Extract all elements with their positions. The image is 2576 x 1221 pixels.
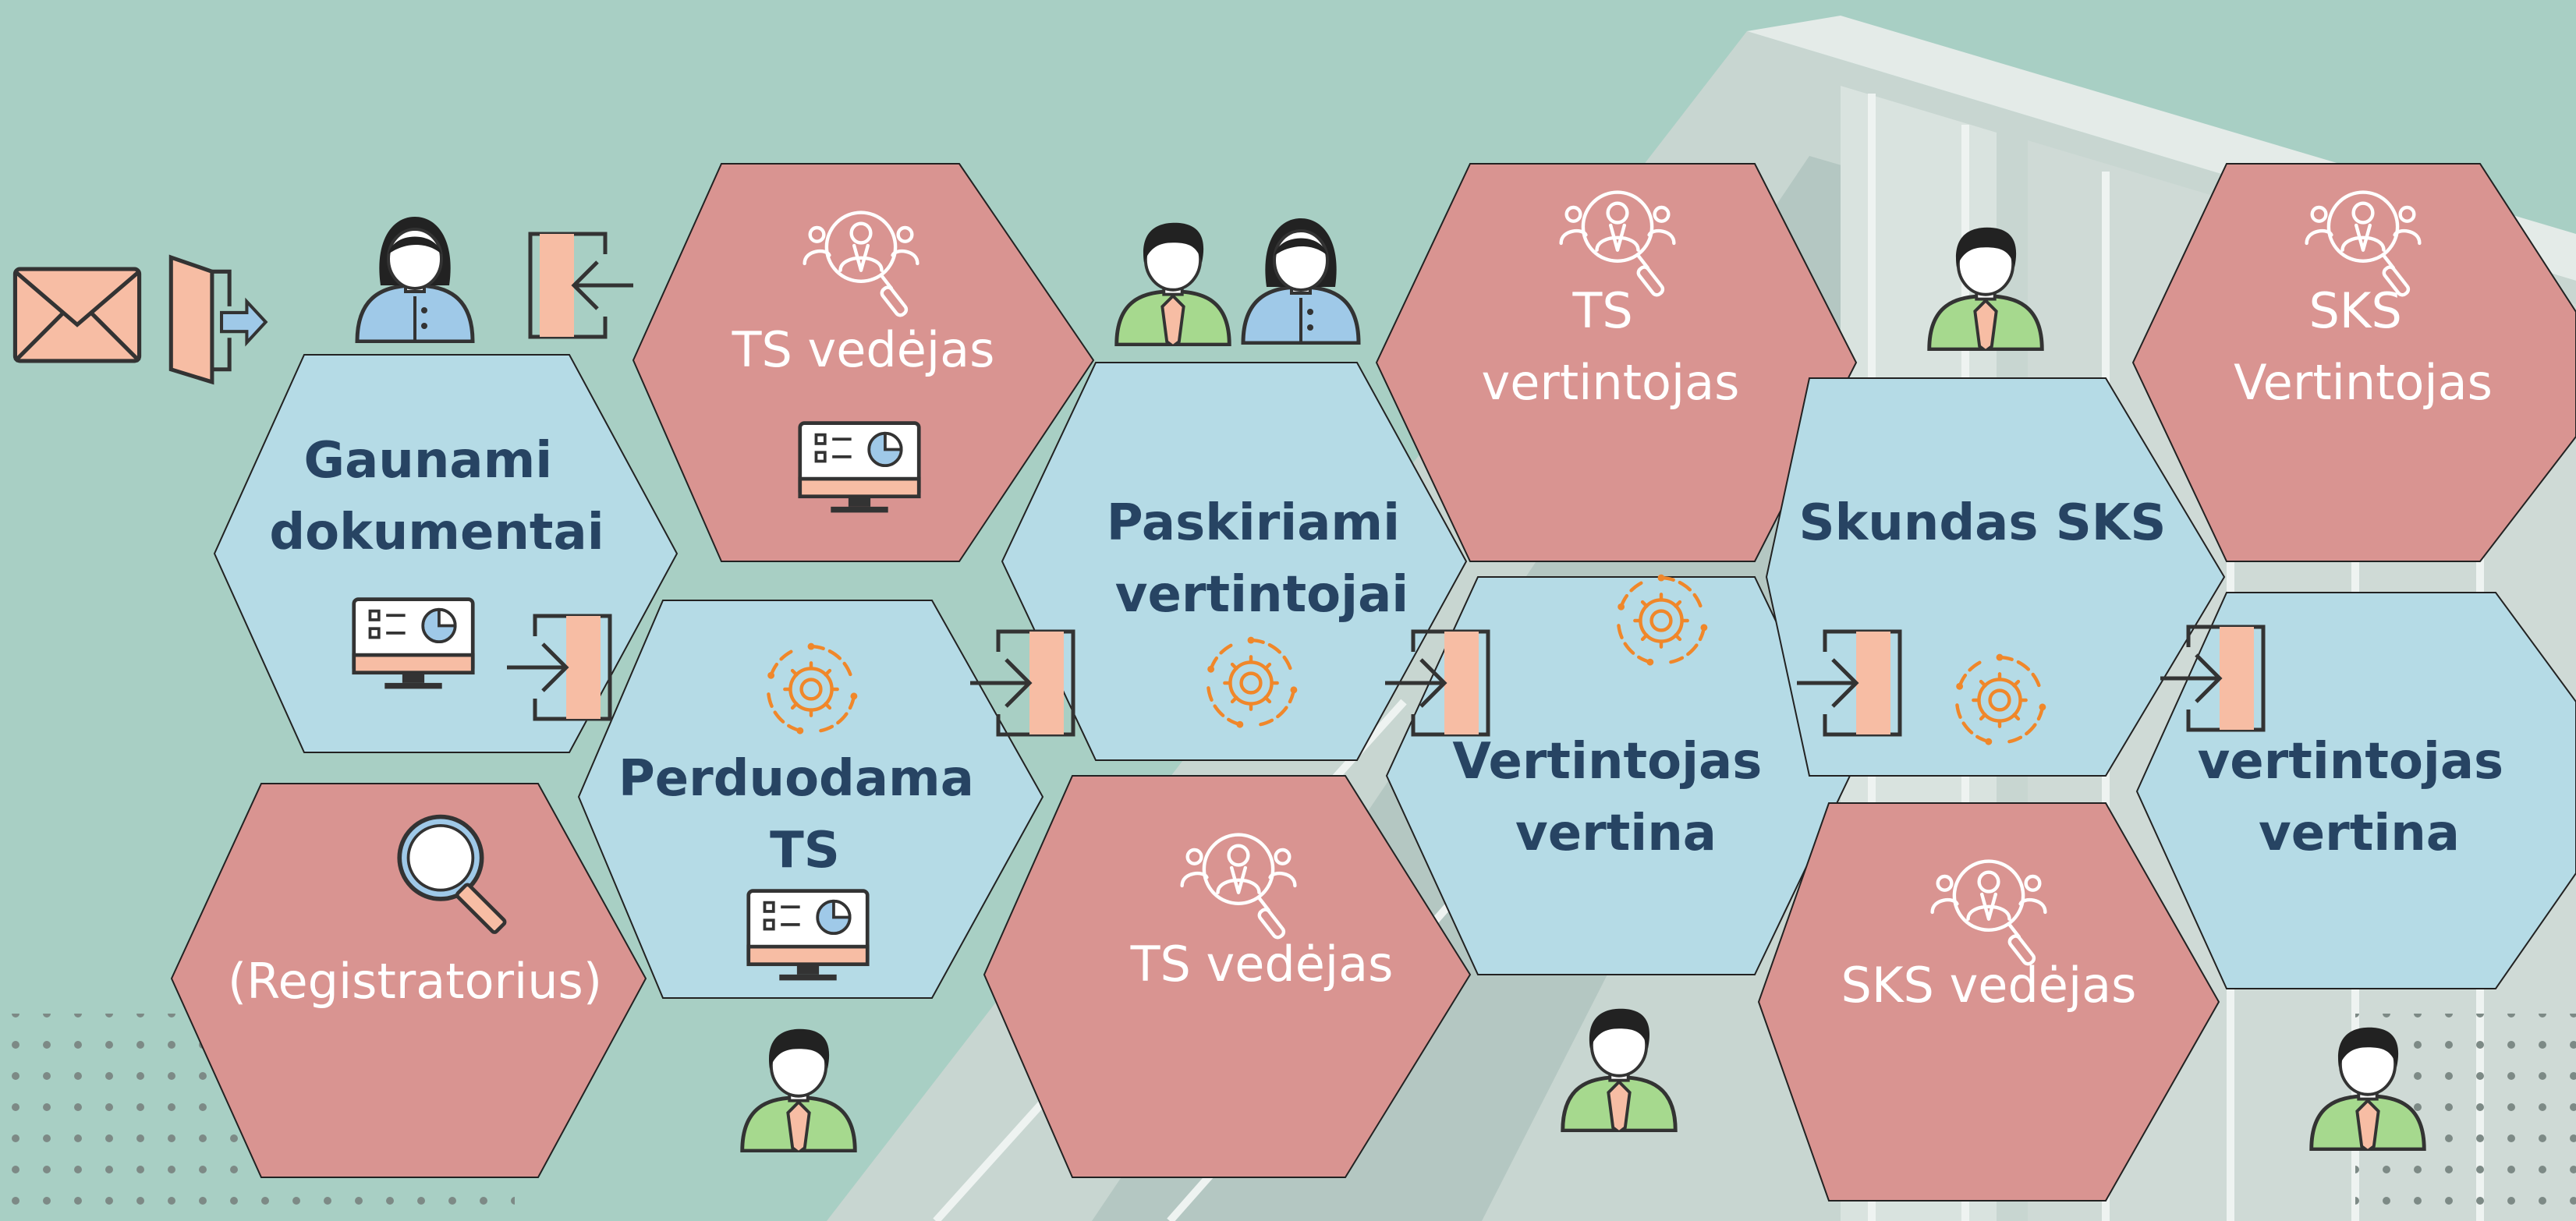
ts-vertintojas-label: TS vertintojas: [1482, 282, 1740, 411]
vertintojas-vertina-1-label: Vertintojas vertina: [1452, 733, 1779, 862]
hex-sks-vertintojas-shape: [2131, 163, 2576, 562]
hex-ts-vedejas-bottom-shape: [983, 775, 1472, 1178]
envelope-icon: [15, 269, 139, 361]
hex-vertintojas-vertina-1-shape: [1385, 576, 1851, 975]
hex-ts-vedejas-top-shape: [632, 163, 1095, 562]
hex-gaunami-shape: [213, 354, 679, 753]
door-exit-icon: [171, 257, 265, 382]
enter-arrow-icon: [530, 234, 633, 337]
man-avatar-icon: [1117, 223, 1230, 346]
hex-perduodama-shape: [577, 600, 1044, 999]
registratorius-label: (Registratorius): [228, 953, 602, 1010]
ts-vedejas-bottom-label: TS vedėjas: [1130, 936, 1394, 993]
gaunami-label: Gaunami dokumentai: [269, 432, 604, 561]
skundas-label: Skundas SKS: [1799, 494, 2167, 552]
hex-sks-vedejas-shape: [1757, 802, 2220, 1202]
ts-vedejas-top-label: TS vedėjas: [732, 321, 995, 378]
paskiriami-label: Paskiriami vertintojai: [1107, 494, 1418, 624]
hex-paskiriami-shape: [1001, 362, 1468, 761]
man-avatar-icon: [742, 1029, 856, 1152]
sks-vertintojas-label: SKS Vertintojas: [2234, 282, 2493, 411]
woman-avatar-icon: [357, 217, 473, 342]
hex-vertintojas-vertina-2-shape: [2135, 592, 2576, 989]
hex-ts-vertintojas-shape: [1375, 163, 1858, 562]
perduodama-label: Perduodama TS: [618, 750, 991, 879]
woman-avatar-icon: [1243, 218, 1359, 343]
hex-registratorius-shape: [170, 783, 647, 1178]
vertintojas-vertina-2-label: vertintojas vertina: [2198, 733, 2521, 862]
sks-vedejas-label: SKS vedėjas: [1841, 957, 2137, 1014]
